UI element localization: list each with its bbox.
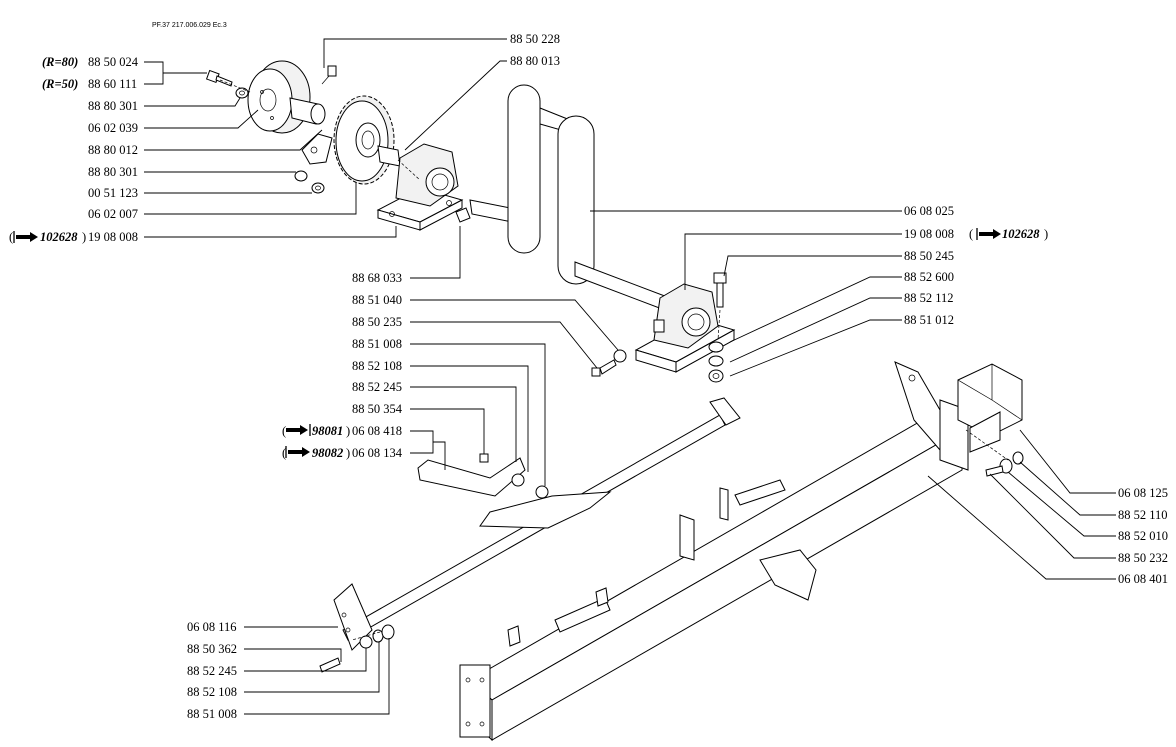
clamp-hardware [985,451,1024,477]
part-number-label: 88 60 111 [88,77,137,91]
link-plate [319,583,395,673]
arrow-icon [976,228,1001,240]
bracket-mount [417,453,549,499]
bolt-vertical [713,272,727,308]
part-number-label: 06 08 418 [352,424,402,438]
callout-prefix: (R=50) [42,77,78,91]
gear [333,95,401,185]
callout-paren: ( [282,446,286,460]
part-number-label: 88 68 033 [352,271,402,285]
nut-small-1 [235,87,249,99]
part-number-label: 06 08 134 [352,446,403,460]
callout-prefix: 102628 [40,230,78,244]
callout-prefix: (R=80) [42,55,78,69]
part-number-label: 88 52 245 [352,380,402,394]
part-number-label: 88 52 110 [1118,508,1168,522]
callout-paren: ) [1044,227,1048,241]
bearing-block-lower [634,283,736,373]
part-number-label: 88 50 232 [1118,551,1168,565]
callout-labels: (R=80) 88 50 024 (R=50) 88 60 111 88 80 … [9,32,1168,721]
callout-prefix: 98082 [312,446,343,460]
callout-paren: ( [282,424,286,438]
callout-paren: ( [9,230,13,244]
callout-paren: ) [346,446,350,460]
part-number-label: 00 51 123 [88,186,138,200]
part-number-label: 88 52 245 [187,664,237,678]
leader-lines [144,38,1116,715]
callout-paren: ) [82,230,86,244]
part-number-label: 88 52 108 [187,685,237,699]
long-rod [342,397,741,641]
part-number-label: 88 52 108 [352,359,402,373]
arrow-icon [285,446,310,458]
part-number-label: 19 08 008 [904,227,954,241]
callout-paren: ( [969,227,973,241]
part-number-label: 88 52 112 [904,291,954,305]
callout-suffix: 102628 [1002,227,1040,241]
crank-arm [469,84,671,313]
part-number-label: 06 08 125 [1118,486,1168,500]
washer-stack [708,341,724,383]
nuts-small [294,170,325,194]
part-number-label: 06 08 401 [1118,572,1168,586]
part-number-label: 88 52 600 [904,270,954,284]
bearing-block-upper [376,143,464,231]
part-number-label: 88 50 362 [187,642,237,656]
key-part [455,207,471,223]
part-number-label: 88 52 010 [1118,529,1168,543]
part-number-label: 06 02 007 [88,207,138,221]
assembly-guides [219,79,1009,641]
bolt-side [591,349,627,377]
bolt-small-1 [205,69,233,87]
part-number-label: 19 08 008 [88,230,138,244]
washer-plate [301,133,333,165]
main-frame-beam [459,361,969,742]
part-number-label: 06 02 039 [88,121,138,135]
part-number-label: 88 50 235 [352,315,402,329]
bolt-top [321,65,337,85]
arrow-icon [286,424,311,436]
clamp-bracket [957,363,1023,453]
arrow-icon [13,231,38,243]
part-number-label: 88 80 301 [88,99,138,113]
part-number-label: 88 50 228 [510,32,560,46]
part-number-label: 88 51 008 [352,337,402,351]
part-number-label: 88 51 040 [352,293,402,307]
part-number-label: 88 50 245 [904,249,954,263]
part-number-label: 88 51 012 [904,313,954,327]
part-number-label: 88 50 354 [352,402,403,416]
part-number-label: 88 80 301 [88,165,138,179]
callout-paren: ) [346,424,350,438]
part-number-label: 88 80 012 [88,143,138,157]
part-number-label: 88 51 008 [187,707,237,721]
part-number-label: 06 08 116 [187,620,237,634]
drawing-reference: PF.37 217.006.029 Ec.3 [152,22,227,29]
part-number-label: 88 50 024 [88,55,139,69]
part-number-label: 06 08 025 [904,204,954,218]
part-number-label: 88 80 013 [510,54,560,68]
callout-prefix: 98081 [312,424,343,438]
pulley-disc [247,60,326,134]
